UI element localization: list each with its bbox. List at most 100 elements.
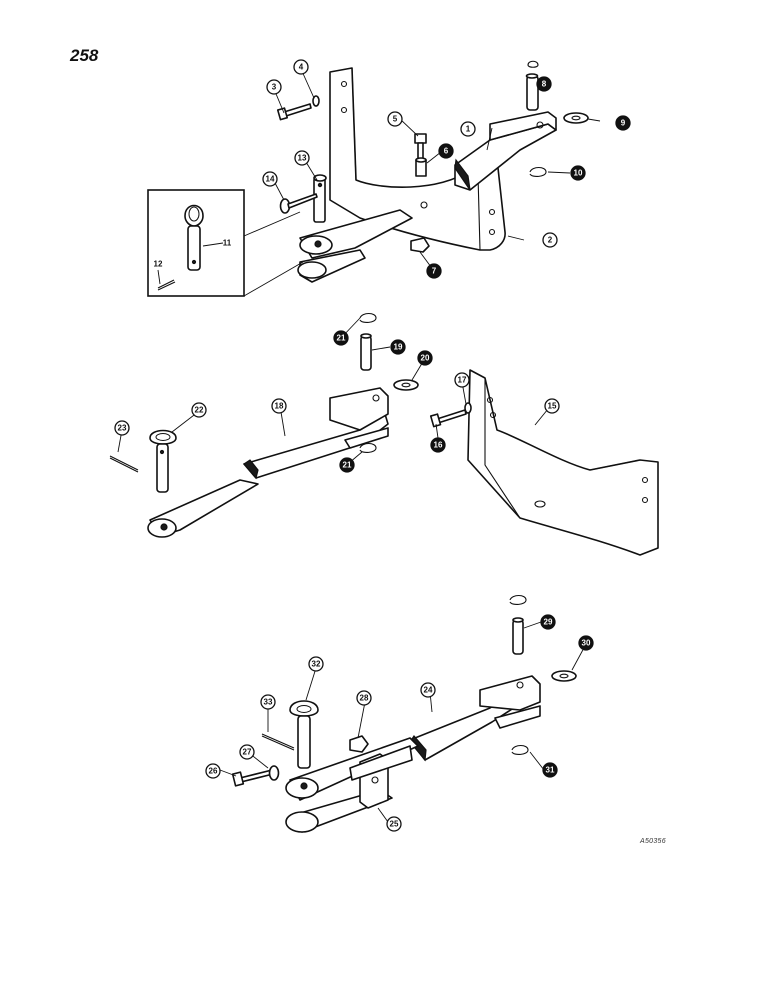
page-number: 258 <box>70 46 99 65</box>
hitch-pin-with-loop <box>184 204 204 271</box>
callout-16: 16 <box>430 437 446 453</box>
svg-text:4: 4 <box>299 63 304 72</box>
callout-32: 32 <box>308 656 324 672</box>
hex-nut <box>410 237 430 253</box>
callout-14: 14 <box>262 171 278 187</box>
svg-text:7: 7 <box>432 267 437 276</box>
callout-13: 13 <box>294 150 310 166</box>
label-12: 12 <box>154 260 163 269</box>
callout-33: 33 <box>260 694 276 710</box>
callout-5: 5 <box>387 111 403 127</box>
callout-15: 15 <box>544 398 560 414</box>
hitch-pin-with-loop <box>149 429 177 493</box>
washer <box>268 765 280 781</box>
cotter-pin <box>157 279 175 289</box>
callout-26: 26 <box>205 763 221 779</box>
svg-text:29: 29 <box>544 618 553 627</box>
svg-text:21: 21 <box>343 461 352 470</box>
lower-clevis-drawbar: 24 25 26 27 28 29 30 31 32 33 <box>205 594 594 833</box>
snap-ring <box>511 744 529 755</box>
svg-text:18: 18 <box>275 402 284 411</box>
callout-21-bottom: 21 <box>339 457 355 473</box>
flat-washer <box>563 112 589 124</box>
svg-text:20: 20 <box>421 354 430 363</box>
callout-22: 22 <box>191 402 207 418</box>
callout-27: 27 <box>239 744 255 760</box>
callout-2: 2 <box>542 232 558 248</box>
svg-text:16: 16 <box>434 441 443 450</box>
lock-washer <box>312 95 320 107</box>
drawbar-pin <box>360 333 372 371</box>
svg-text:25: 25 <box>390 820 399 829</box>
callout-1: 1 <box>460 121 476 137</box>
middle-swinging-drawbar: 15 16 17 18 19 20 21 21 22 23 <box>109 312 659 556</box>
callout-20: 20 <box>417 350 433 366</box>
svg-text:23: 23 <box>118 424 127 433</box>
figure-code: A50356 <box>640 838 666 845</box>
callout-18: 18 <box>271 398 287 414</box>
svg-text:5: 5 <box>393 115 398 124</box>
callout-10: 10 <box>570 165 586 181</box>
callout-29: 29 <box>540 614 556 630</box>
svg-text:9: 9 <box>621 119 626 128</box>
callout-3: 3 <box>266 79 282 95</box>
callout-7: 7 <box>426 263 442 279</box>
hex-nut <box>349 735 369 753</box>
svg-text:26: 26 <box>209 767 218 776</box>
bolt <box>429 409 467 428</box>
callout-4: 4 <box>293 59 309 75</box>
cotter-pin <box>261 733 295 749</box>
callout-30: 30 <box>578 635 594 651</box>
callout-17: 17 <box>454 372 470 388</box>
cotter-pin <box>109 455 139 471</box>
svg-text:33: 33 <box>264 698 273 707</box>
svg-text:6: 6 <box>444 147 449 156</box>
svg-text:13: 13 <box>298 154 307 163</box>
svg-text:31: 31 <box>546 766 555 775</box>
bolt <box>276 103 312 121</box>
hitch-pin <box>313 174 327 223</box>
swinging-bracket <box>467 369 659 556</box>
flat-washer <box>551 670 577 682</box>
svg-text:14: 14 <box>266 175 275 184</box>
svg-text:3: 3 <box>272 83 277 92</box>
upper-drawbar-assembly: 1 2 3 4 5 6 7 8 9 10 11 12 13 14 <box>147 59 631 297</box>
svg-text:15: 15 <box>548 402 557 411</box>
svg-text:10: 10 <box>574 169 583 178</box>
snap-ring <box>529 166 547 177</box>
lynch-pin <box>279 193 318 214</box>
clevis-drawbar <box>409 675 541 762</box>
snap-ring <box>359 312 377 323</box>
label-11: 11 <box>223 239 232 248</box>
callout-31: 31 <box>542 762 558 778</box>
svg-text:21: 21 <box>337 334 346 343</box>
svg-text:32: 32 <box>312 660 321 669</box>
snap-ring <box>359 442 377 453</box>
clevis <box>285 737 419 833</box>
callout-24: 24 <box>420 682 436 698</box>
drawbar-upper <box>297 111 557 283</box>
drawbar-front <box>147 479 259 538</box>
flat-washer <box>393 379 419 391</box>
inset-detail-box <box>147 189 245 297</box>
hitch-pin-with-loop <box>289 700 319 769</box>
spacer <box>415 157 427 177</box>
svg-text:2: 2 <box>548 236 553 245</box>
callout-23: 23 <box>114 420 130 436</box>
svg-text:19: 19 <box>394 343 403 352</box>
svg-text:8: 8 <box>542 80 547 89</box>
callout-6: 6 <box>438 143 454 159</box>
drawbar-pin <box>525 60 539 111</box>
svg-text:30: 30 <box>582 639 591 648</box>
svg-text:17: 17 <box>458 376 467 385</box>
svg-text:28: 28 <box>360 694 369 703</box>
lock-washer <box>464 402 472 414</box>
drawbar-pin <box>509 594 527 655</box>
svg-text:22: 22 <box>195 406 204 415</box>
swinging-drawbar <box>243 387 389 480</box>
callout-21-top: 21 <box>333 330 349 346</box>
callout-8: 8 <box>536 76 552 92</box>
callout-28: 28 <box>356 690 372 706</box>
callout-9: 9 <box>615 115 631 131</box>
